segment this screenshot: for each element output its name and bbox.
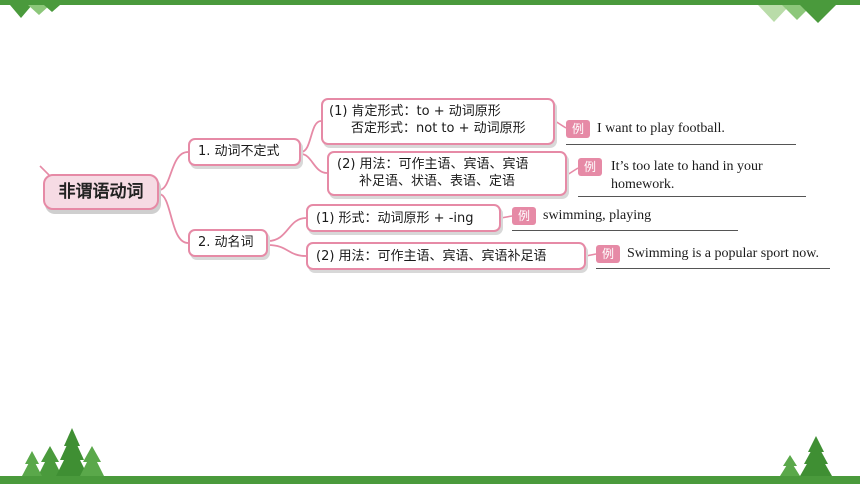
example-badge-1: 例 (566, 120, 590, 138)
infinitive-form-node: (1) 肯定形式：to + 动词原形 否定形式：not to + 动词原形 (321, 98, 555, 145)
infinitive-form-line-2: 否定形式：not to + 动词原形 (351, 121, 526, 136)
bottom-border-bar (0, 476, 860, 484)
infinitive-usage-line-2: 补足语、状语、表语、定语 (359, 174, 516, 189)
gerund-form-node: (1) 形式：动词原形 + -ing (306, 204, 501, 232)
gerund-usage-line-1: (2) 用法：可作主语、宾语、宾语补足语 (316, 249, 547, 264)
infinitive-usage-line-1: (2) 用法：可作主语、宾语、宾语 (337, 157, 529, 172)
connector-branch1-child1 (300, 120, 322, 153)
branch-gerund-node: 2. 动名词 (188, 229, 268, 257)
example-text-1: I want to play football. (597, 121, 725, 136)
top-left-triangle-decor (10, 5, 60, 18)
connector-branch1-child2 (300, 153, 328, 174)
example-text-4: Swimming is a popular sport now. (627, 246, 819, 261)
example-underline-2 (578, 196, 806, 197)
branch-infinitive-label: 1. 动词不定式 (198, 144, 280, 159)
example-underline-1 (566, 144, 796, 145)
example-badge-3: 例 (512, 207, 536, 225)
root-label: 非谓语动词 (58, 182, 144, 202)
example-text-2-line-1: It’s too late to hand in your (611, 159, 763, 174)
branch-infinitive-node: 1. 动词不定式 (188, 138, 301, 166)
gerund-usage-node: (2) 用法：可作主语、宾语、宾语补足语 (306, 242, 586, 270)
infinitive-usage-node: (2) 用法：可作主语、宾语、宾语 补足语、状语、表语、定语 (327, 151, 567, 196)
connector-root-branch1 (158, 151, 189, 191)
example-badge-2: 例 (578, 158, 602, 176)
top-border-bar (0, 0, 860, 5)
root-node: 非谓语动词 (43, 174, 159, 210)
example-text-3: swimming, playing (543, 208, 652, 223)
connector-branch2-child2 (267, 244, 307, 257)
branch-gerund-label: 2. 动名词 (198, 235, 254, 250)
gerund-form-line-1: (1) 形式：动词原形 + -ing (316, 211, 474, 226)
example-text-2-line-2: homework. (611, 177, 675, 192)
bottom-right-pine-trees (780, 436, 832, 476)
top-right-triangle-decor (758, 5, 836, 23)
example-badge-4: 例 (596, 245, 620, 263)
connector-branch2-child1 (267, 217, 307, 242)
connector-root-branch2 (158, 193, 189, 244)
bottom-left-pine-trees (22, 428, 104, 476)
example-underline-3 (512, 230, 738, 231)
infinitive-form-line-1: (1) 肯定形式：to + 动词原形 (329, 104, 501, 119)
example-underline-4 (596, 268, 830, 269)
